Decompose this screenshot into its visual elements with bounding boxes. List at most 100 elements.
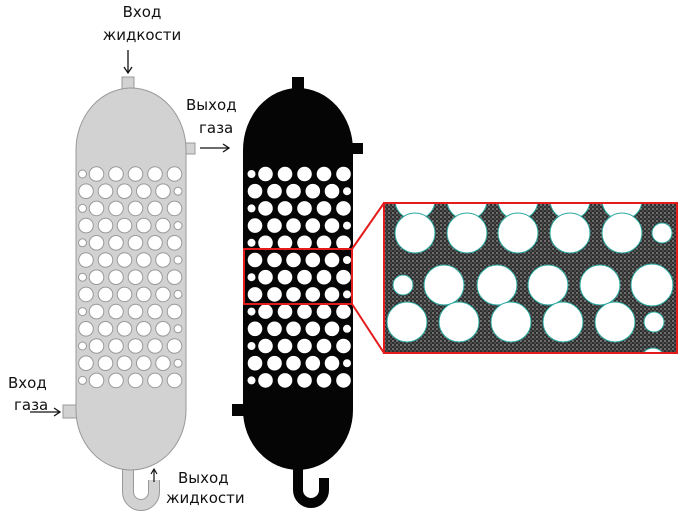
hole	[78, 217, 94, 234]
detail-hole-grid	[386, 204, 674, 352]
hole	[277, 235, 293, 251]
hole	[316, 166, 332, 182]
hole-small	[343, 187, 351, 196]
hole	[267, 183, 282, 199]
hole	[267, 355, 282, 371]
hole	[127, 303, 144, 320]
hole	[305, 355, 321, 371]
detail-hole	[630, 263, 674, 307]
hole	[116, 321, 133, 337]
hole	[297, 166, 312, 182]
detail-hole	[549, 212, 591, 254]
hole-small	[343, 324, 351, 333]
hole	[88, 166, 105, 182]
label-liquid-inlet: Вход жидкости	[103, 3, 181, 75]
detail-hole	[579, 264, 621, 306]
hole-small	[173, 358, 183, 368]
hole	[155, 355, 171, 372]
hole	[127, 269, 144, 286]
detail-hole-small	[651, 222, 673, 244]
hole	[324, 183, 340, 199]
hole	[116, 286, 133, 303]
hole-small	[78, 272, 87, 282]
hole	[297, 373, 312, 388]
hole	[108, 235, 124, 251]
hole	[166, 269, 183, 286]
hole	[166, 338, 183, 354]
hole-small	[78, 238, 87, 248]
hole	[166, 372, 183, 389]
hole	[97, 355, 114, 372]
hole-small	[247, 170, 256, 178]
hole	[305, 218, 321, 233]
hole	[136, 252, 152, 268]
hole	[97, 286, 114, 303]
hole-small	[247, 307, 256, 316]
detail-hole-small	[392, 274, 414, 296]
hole	[267, 252, 282, 268]
hole	[336, 304, 351, 319]
highlight-box	[243, 248, 353, 305]
detail-hole	[497, 212, 539, 254]
hole	[258, 373, 273, 388]
hole	[286, 183, 301, 199]
zoom-line-top	[351, 202, 385, 250]
hole	[297, 269, 312, 285]
hole-small	[173, 255, 183, 265]
hole	[258, 235, 273, 251]
hole	[286, 355, 301, 371]
hole	[258, 269, 273, 285]
hole	[155, 217, 171, 234]
svg-text:газа: газа	[14, 396, 48, 414]
hole	[247, 252, 263, 268]
svg-text:Выход: Выход	[178, 469, 229, 487]
hole	[147, 303, 163, 320]
hole	[147, 235, 163, 251]
detail-view	[383, 202, 678, 354]
hole	[258, 338, 273, 354]
hole	[247, 287, 263, 302]
hole	[97, 321, 114, 337]
hole	[108, 372, 124, 389]
hole	[88, 235, 105, 251]
detail-hole	[594, 301, 636, 343]
hole	[147, 166, 163, 182]
hole	[305, 252, 321, 268]
hole	[277, 166, 293, 182]
svg-text:Выход: Выход	[186, 96, 237, 114]
hole	[286, 252, 301, 268]
detail-hole	[438, 301, 480, 343]
hole	[277, 201, 293, 216]
svg-text:Вход: Вход	[123, 3, 162, 21]
hole	[166, 166, 183, 182]
hole	[78, 321, 94, 337]
hole	[116, 217, 133, 234]
hole	[127, 166, 144, 182]
hole	[136, 355, 152, 372]
hole-small	[247, 342, 256, 350]
hole	[166, 303, 183, 320]
hole	[155, 252, 171, 268]
hole	[277, 338, 293, 354]
detail-hole	[542, 301, 584, 343]
detail-hole	[601, 212, 643, 254]
hole	[136, 217, 152, 234]
hole	[297, 201, 312, 216]
hole-small	[78, 307, 87, 317]
detail-hole	[446, 212, 488, 254]
arrow-up-icon	[150, 467, 158, 482]
detail-hole	[527, 264, 569, 306]
hole	[305, 321, 321, 337]
hole	[127, 235, 144, 251]
hole-small	[78, 341, 87, 351]
hole	[258, 201, 273, 216]
hole	[88, 338, 105, 354]
hole	[286, 287, 301, 302]
hole	[316, 373, 332, 388]
hole	[247, 321, 263, 337]
hole	[127, 372, 144, 389]
arrow-down-icon	[123, 50, 133, 75]
hole-small	[343, 359, 351, 368]
hole-small	[78, 169, 87, 179]
